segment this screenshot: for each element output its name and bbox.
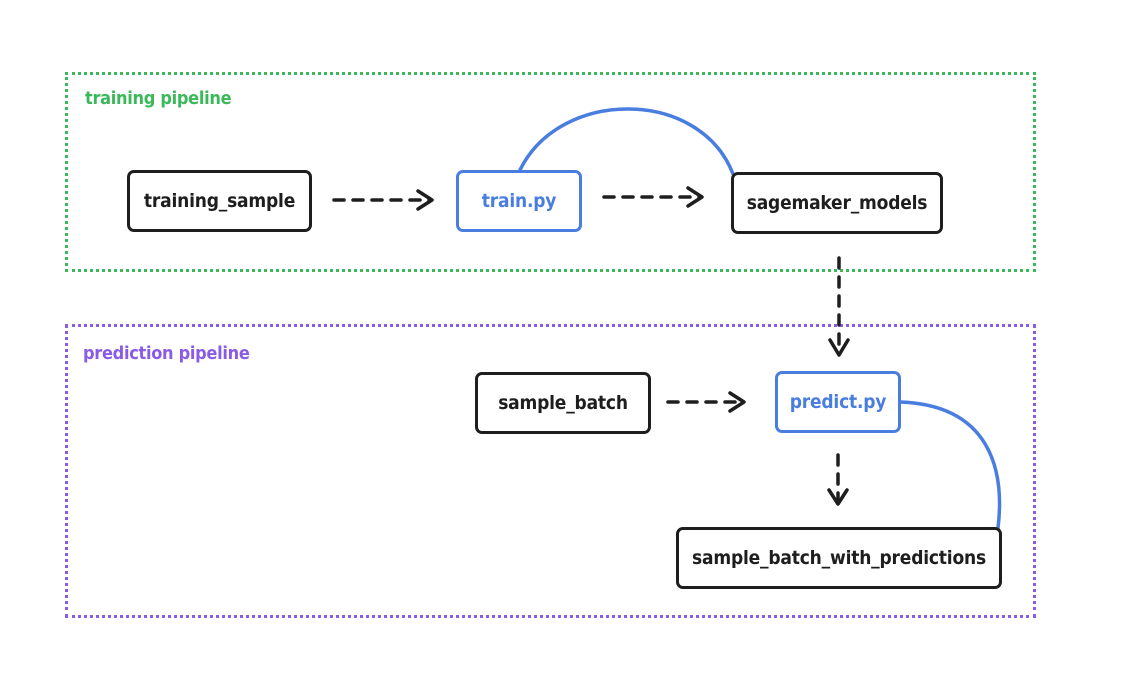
edge-sample-batch-to-predict [666, 391, 746, 413]
edge-train-to-models-arc [518, 107, 735, 176]
prediction-pipeline-group [65, 324, 1036, 618]
node-training-sample[interactable]: training_sample [127, 170, 312, 232]
edge-predict-to-output-arc [898, 400, 1002, 530]
training-pipeline-label: training pipeline [85, 88, 232, 109]
node-sample-batch-with-predictions[interactable]: sample_batch_with_predictions [676, 527, 1002, 589]
prediction-pipeline-label: prediction pipeline [83, 343, 250, 364]
node-train-py[interactable]: train.py [456, 170, 582, 232]
edge-train-to-sagemaker-models [602, 186, 704, 208]
edge-training-sample-to-train [332, 189, 434, 211]
edge-models-to-predict [828, 256, 850, 357]
node-predict-py[interactable]: predict.py [775, 371, 901, 433]
training-pipeline-group [65, 72, 1036, 272]
node-sample-batch[interactable]: sample_batch [475, 372, 651, 434]
node-sagemaker-models[interactable]: sagemaker_models [731, 172, 943, 234]
edge-predict-to-output [827, 453, 849, 506]
